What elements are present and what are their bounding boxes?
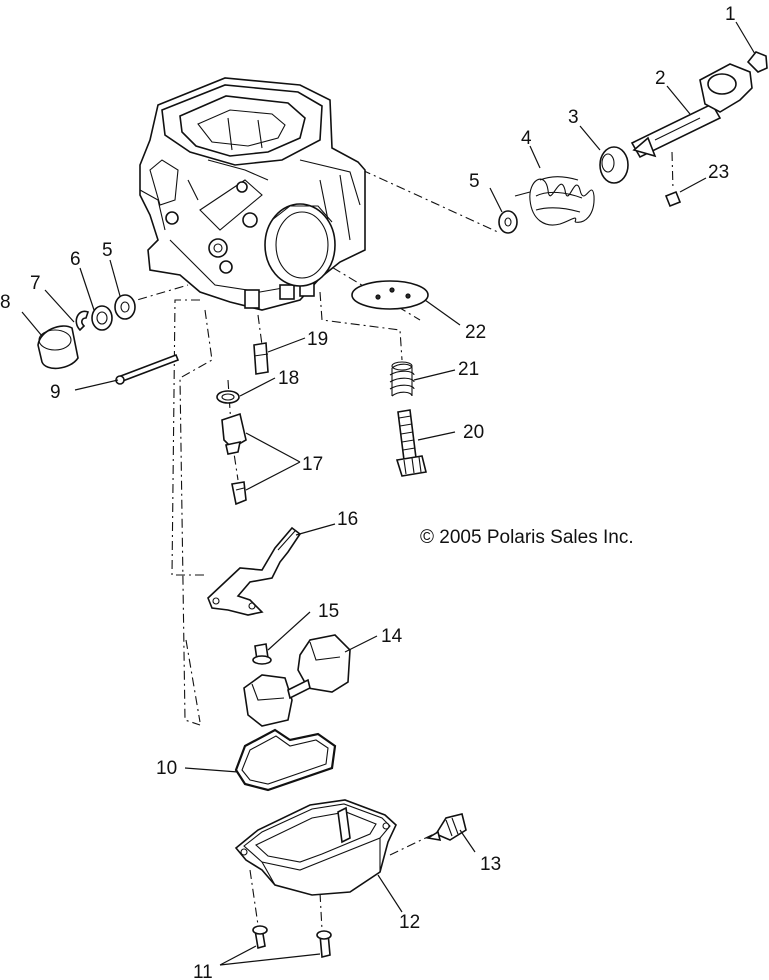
part-23-screw xyxy=(664,190,682,208)
copyright-notice: © 2005 Polaris Sales Inc. xyxy=(420,527,634,548)
callout-16: 16 xyxy=(337,509,358,530)
callout-2: 2 xyxy=(655,68,666,89)
callout-3: 3 xyxy=(568,107,579,128)
part-5-washer-left xyxy=(114,294,136,320)
part-5-washer-right xyxy=(498,210,518,234)
part-18-oring xyxy=(216,390,240,404)
callout-14: 14 xyxy=(381,626,403,647)
carburetor-body xyxy=(139,77,366,311)
carburetor-piston-face xyxy=(264,203,336,287)
callout-5-right: 5 xyxy=(469,171,480,192)
callout-labels: 1 2 3 4 5 23 5 6 7 8 9 19 18 17 22 21 20… xyxy=(0,4,736,980)
part-20-screw xyxy=(395,409,427,477)
callout-23: 23 xyxy=(708,162,729,183)
part-19-jet xyxy=(253,342,269,375)
part-9-screw xyxy=(115,353,180,385)
part-4-spring xyxy=(514,176,595,226)
part-21-spring xyxy=(389,361,415,397)
part-2-throttle-shaft xyxy=(630,63,753,159)
callout-9: 9 xyxy=(50,382,61,403)
part-22-plate xyxy=(351,280,429,310)
callout-13: 13 xyxy=(480,854,501,875)
part-17-needle-jet xyxy=(221,412,247,506)
callout-11: 11 xyxy=(193,962,213,980)
callout-5-left: 5 xyxy=(102,240,113,261)
part-7-clip xyxy=(75,310,89,332)
part-3-bushing xyxy=(599,146,629,184)
part-1-cap xyxy=(746,51,768,73)
callout-19: 19 xyxy=(307,329,328,350)
callout-1: 1 xyxy=(725,4,736,25)
callout-22: 22 xyxy=(465,322,486,343)
callout-10: 10 xyxy=(156,758,177,779)
part-13-drain-screw xyxy=(425,813,467,841)
callout-20: 20 xyxy=(463,422,484,443)
callout-7: 7 xyxy=(30,273,41,294)
callout-4: 4 xyxy=(521,128,532,149)
part-12-float-bowl xyxy=(234,799,397,896)
part-6-seal xyxy=(91,305,113,331)
callout-15: 15 xyxy=(318,601,339,622)
callout-12: 12 xyxy=(399,912,420,933)
part-14-float xyxy=(243,634,351,727)
callout-6: 6 xyxy=(70,249,81,270)
callout-17: 17 xyxy=(302,454,323,475)
part-8-cap xyxy=(37,325,79,370)
callout-21: 21 xyxy=(458,359,479,380)
leader-lines xyxy=(21,21,756,966)
part-10-gasket xyxy=(234,728,337,792)
part-11-screws xyxy=(252,925,332,959)
callout-18: 18 xyxy=(278,368,299,389)
part-15-screw xyxy=(252,643,272,665)
part-16-bracket xyxy=(207,526,302,616)
callout-8: 8 xyxy=(0,292,11,313)
